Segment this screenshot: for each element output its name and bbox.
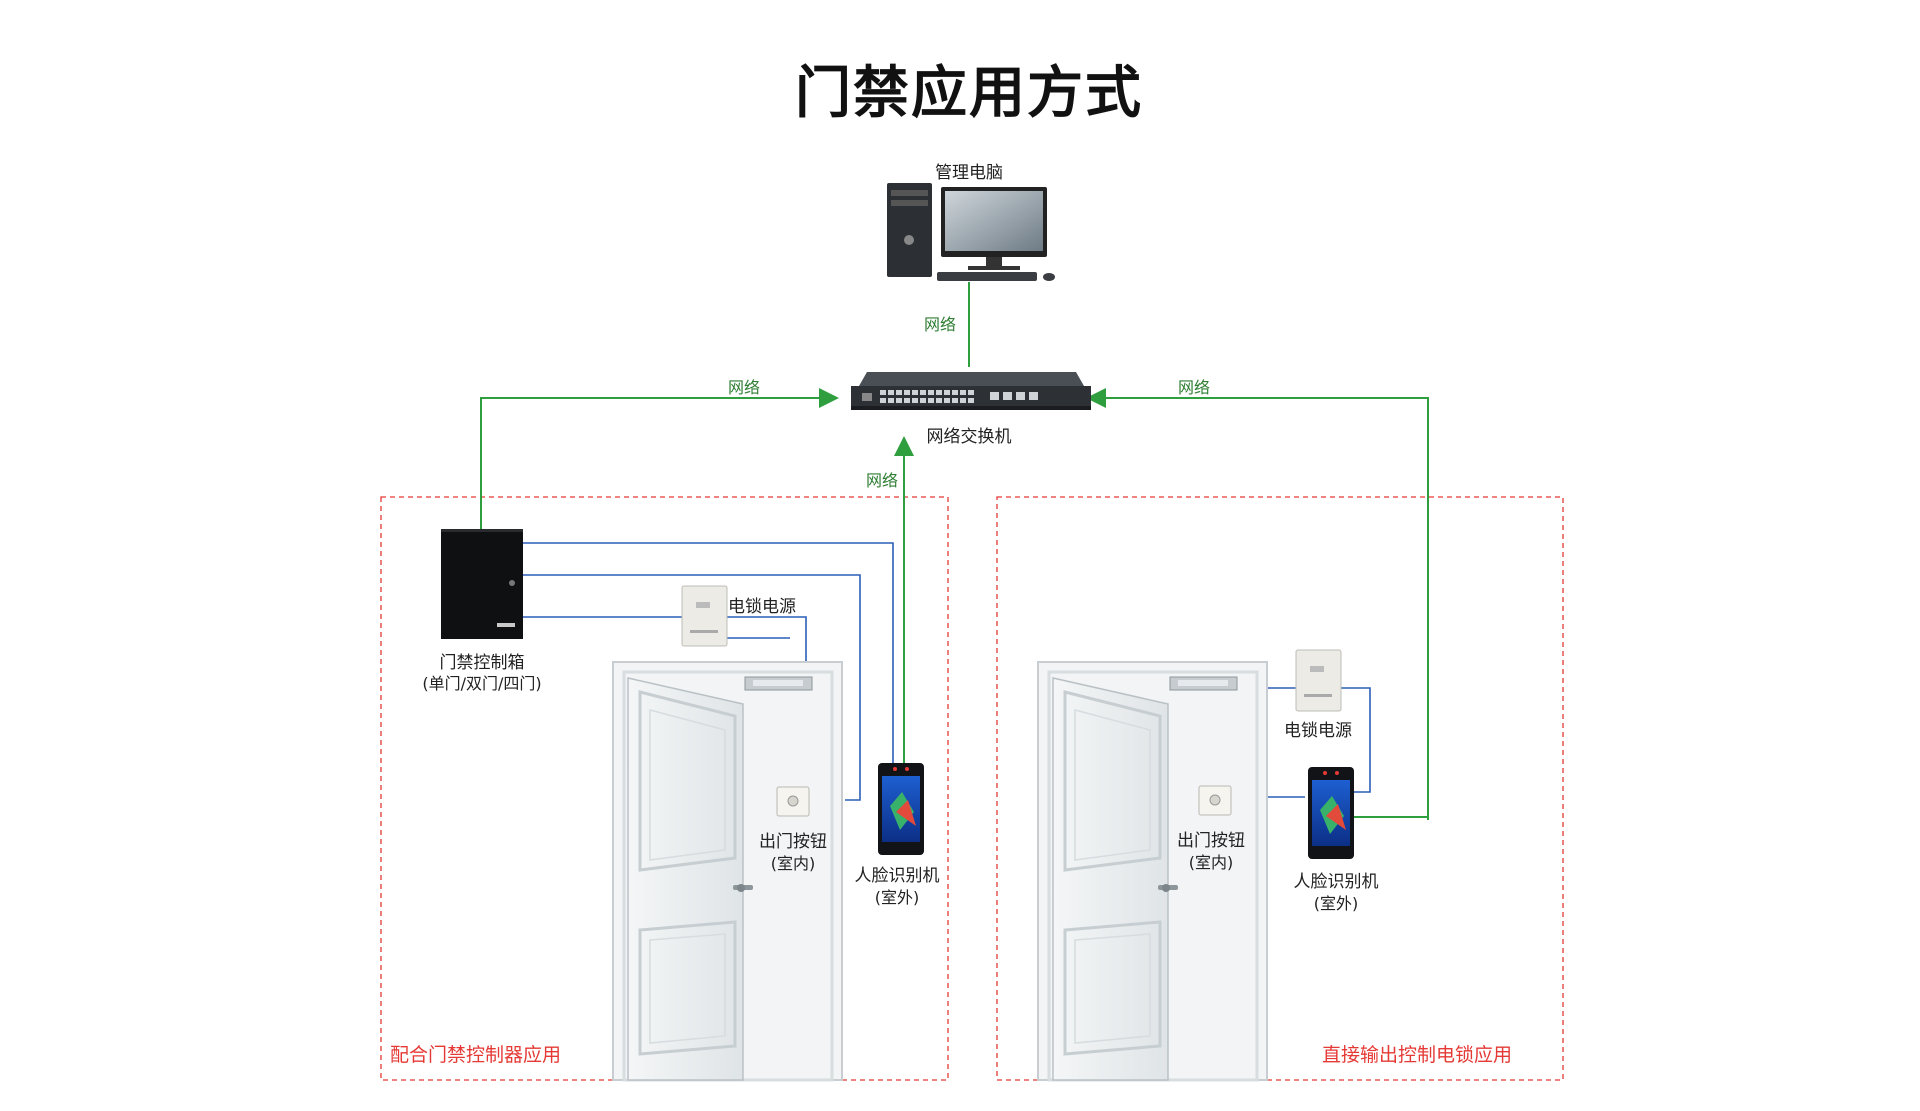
- label-switch: 网络交换机: [926, 427, 1012, 447]
- face-terminal-right: [1308, 767, 1354, 859]
- label-lock-power-left: 电锁电源: [728, 597, 796, 617]
- lock-power-supply-right: [1295, 649, 1342, 712]
- page-title: 门禁应用方式: [795, 61, 1143, 126]
- lock-power-supply-left: [681, 585, 728, 647]
- label-network-right: 网络: [1177, 378, 1211, 397]
- label-face-left-sub: (室外): [874, 888, 920, 907]
- label-network-left: 网络: [727, 378, 761, 397]
- label-controller-box: 门禁控制箱: [439, 653, 525, 673]
- label-exit-button-left-sub: (室内): [770, 854, 816, 873]
- access-controller-box: [441, 529, 523, 639]
- face-terminal-left: [878, 763, 924, 855]
- label-management-pc: 管理电脑: [935, 163, 1003, 183]
- network-switch: [851, 372, 1091, 410]
- label-face-right-sub: (室外): [1313, 894, 1359, 913]
- label-controller-box-sub: (单门/双门/四门): [422, 674, 542, 693]
- label-scheme-right: 直接输出控制电锁应用: [1322, 1044, 1513, 1066]
- label-network-top: 网络: [923, 315, 957, 334]
- exit-button-left: [776, 786, 810, 817]
- label-lock-power-right: 电锁电源: [1284, 721, 1352, 741]
- scheme-frame-right: [996, 496, 1564, 1081]
- door-left: [612, 661, 843, 1082]
- label-exit-button-left: 出门按钮: [759, 832, 827, 852]
- label-face-left: 人脸识别机: [854, 866, 940, 886]
- label-exit-button-right: 出门按钮: [1177, 831, 1245, 851]
- label-exit-button-right-sub: (室内): [1188, 853, 1234, 872]
- door-right: [1037, 661, 1268, 1082]
- management-computer: [887, 183, 1055, 281]
- network-lines: [480, 282, 1429, 820]
- exit-button-right: [1198, 785, 1232, 816]
- label-scheme-left: 配合门禁控制器应用: [390, 1044, 562, 1066]
- label-face-right: 人脸识别机: [1293, 872, 1379, 892]
- label-network-center: 网络: [865, 471, 899, 490]
